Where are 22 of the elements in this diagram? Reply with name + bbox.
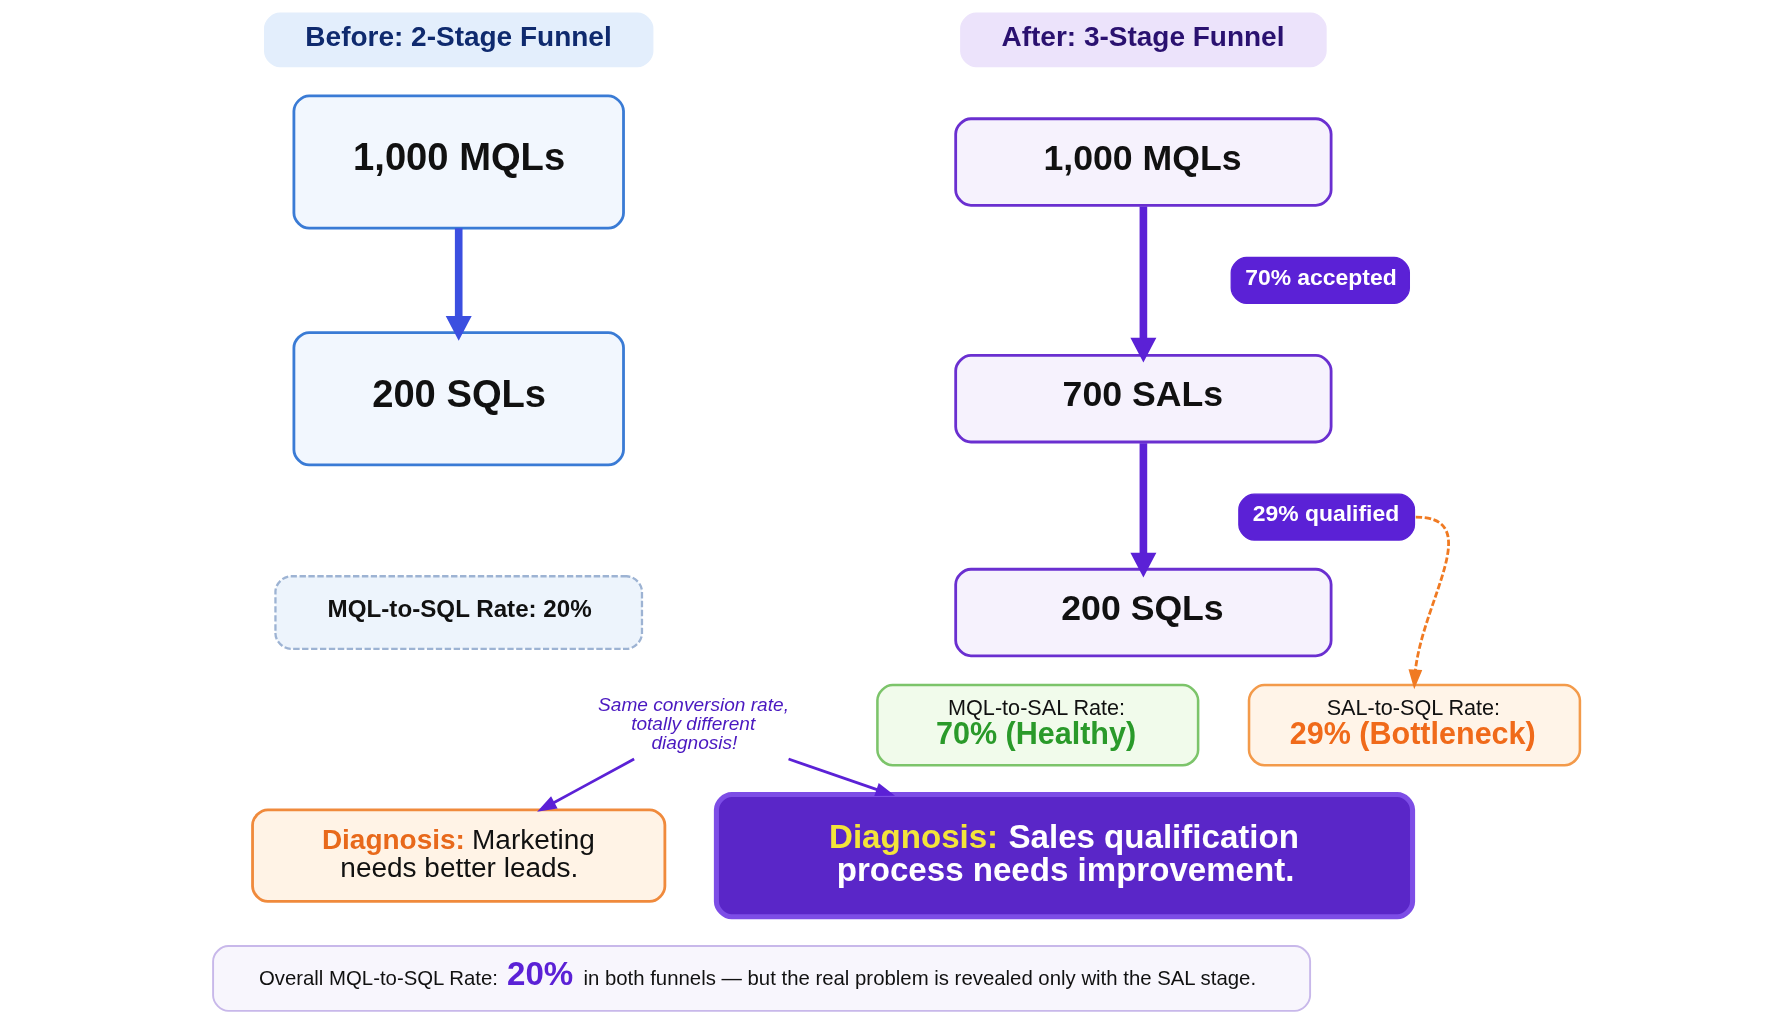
node-text: Same conversion rate, totally different diagnosis! [597,693,789,753]
node-box: Before: 2-Stage Funnel [263,12,653,68]
node-box: MQL-to-SQL Rate: 20% [273,575,643,650]
arrow [787,757,895,796]
arrow [445,228,472,341]
node-box: Overall MQL-to-SQL Rate: 20% in both funnels — but the real problem is revealed only with the SAL stage. [211,945,1311,1012]
node-box: 70% accepted [1230,256,1410,304]
node-box: 29% qualified [1237,493,1415,541]
node-box: 200 SQLs [292,331,625,467]
node-box: After: 3-Stage Funnel [959,12,1327,68]
node-box: Diagnosis: Sales qualification process needs improvement. [713,792,1415,920]
node-box: Diagnosis: Marketing needs better leads. [250,808,666,903]
node-box: MQL-to-SAL Rate: 70% (Healthy) [875,683,1199,767]
arrow [1129,206,1156,363]
node-box: 700 SALs [953,354,1332,444]
node-box: 200 SQLs [953,567,1332,658]
node-box: SAL-to-SQL Rate: 29% (Bottleneck) [1247,683,1581,767]
node-box: 1,000 MQLs [953,117,1332,207]
arrow [1129,443,1156,578]
arrow [1408,515,1450,690]
node-box: 1,000 MQLs [292,94,625,230]
arrow [536,757,635,812]
